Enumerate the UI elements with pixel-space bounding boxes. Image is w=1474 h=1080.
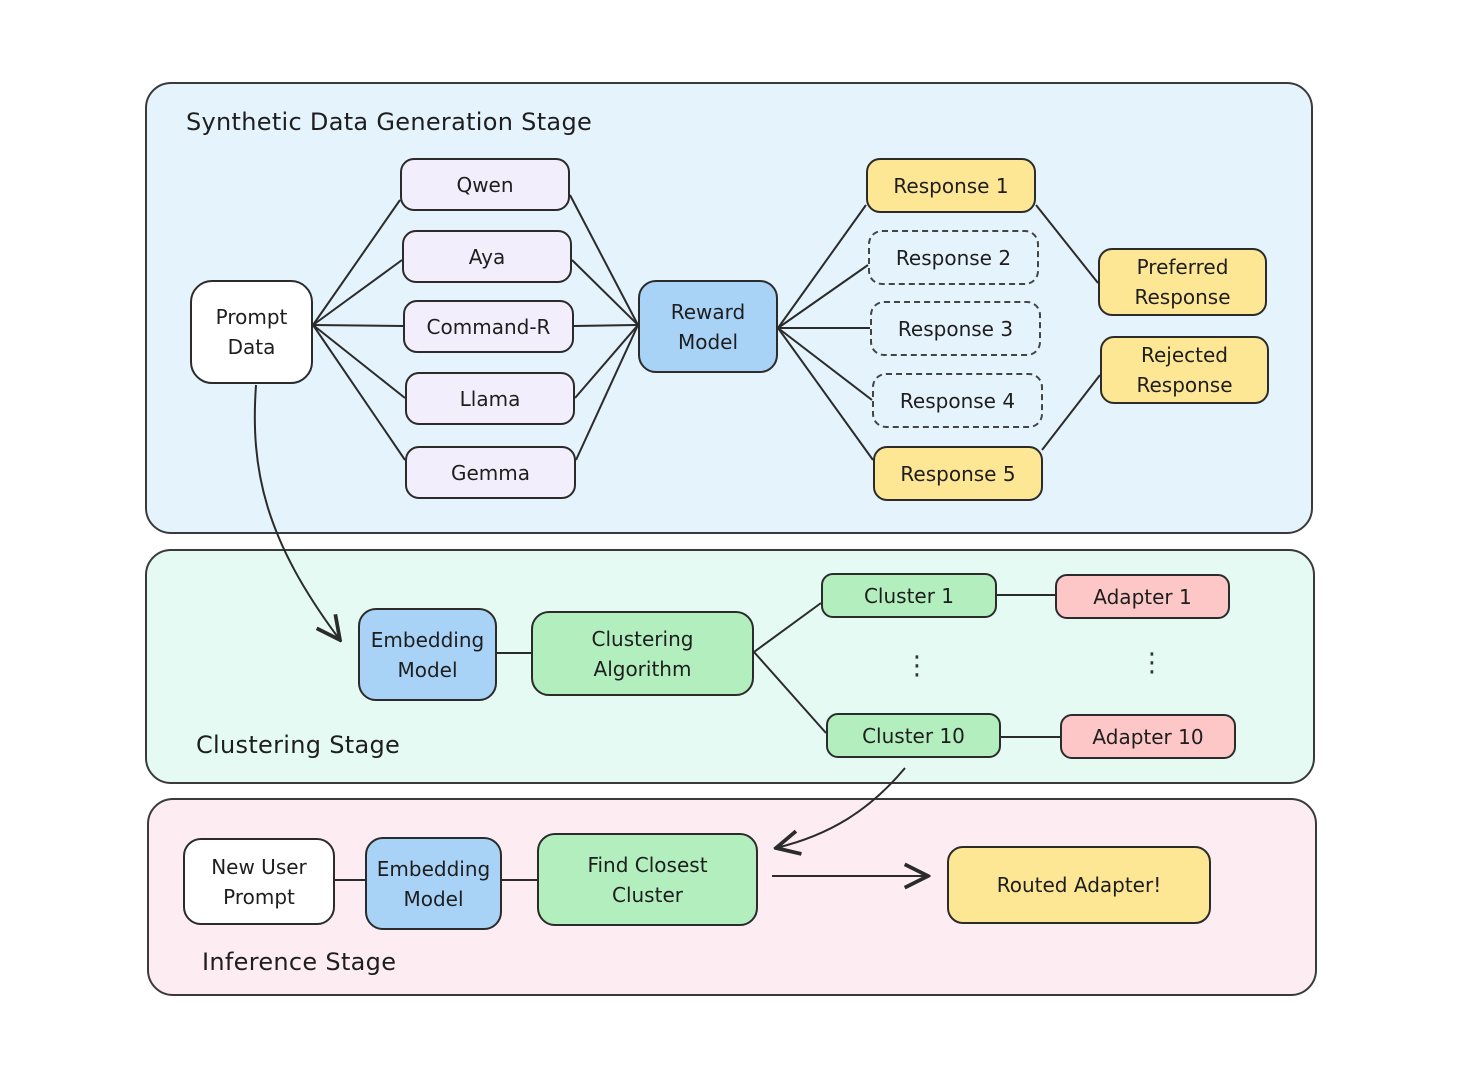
response-node-4[interactable]: Response 4	[872, 373, 1043, 428]
synthetic-stage-title: Synthetic Data Generation Stage	[186, 108, 593, 136]
inference-stage-title: Inference Stage	[202, 948, 397, 976]
embedding-model-label: Embedding Model	[370, 627, 485, 682]
llm-label: Aya	[468, 244, 506, 269]
clustering-embedding-model-node[interactable]: Embedding Model	[358, 608, 497, 701]
new-user-prompt-label: New User Prompt	[211, 854, 307, 909]
cluster-ellipsis-icon: ⋮	[904, 651, 930, 681]
embedding-model-label: Embedding Model	[376, 856, 491, 911]
response-node-5[interactable]: Response 5	[873, 446, 1043, 501]
llm-label: Qwen	[456, 172, 514, 197]
llm-node-gemma[interactable]: Gemma	[405, 446, 576, 499]
prompt-data-node[interactable]: Prompt Data	[190, 280, 313, 384]
reward-model-label: Reward Model	[670, 299, 746, 354]
rejected-response-node[interactable]: Rejected Response	[1100, 336, 1269, 404]
llm-label: Llama	[459, 386, 521, 411]
prompt-data-label: Prompt Data	[215, 305, 288, 359]
preferred-response-node[interactable]: Preferred Response	[1098, 248, 1267, 316]
rejected-response-label: Rejected Response	[1136, 343, 1233, 397]
clustering-stage-title: Clustering Stage	[196, 731, 401, 759]
adapter-ellipsis-icon: ⋮	[1139, 648, 1165, 678]
response-label: Response 5	[900, 461, 1016, 486]
cluster-label: Cluster 10	[862, 723, 965, 748]
routed-adapter-label: Routed Adapter!	[996, 873, 1162, 897]
llm-label: Command-R	[426, 314, 551, 339]
cluster-node-10[interactable]: Cluster 10	[826, 713, 1001, 758]
new-user-prompt-node[interactable]: New User Prompt	[183, 838, 335, 925]
response-node-2[interactable]: Response 2	[868, 230, 1039, 285]
response-label: Response 3	[897, 316, 1014, 341]
preferred-response-label: Preferred Response	[1134, 255, 1231, 309]
cluster-label: Cluster 1	[863, 583, 955, 608]
response-label: Response 2	[895, 245, 1012, 270]
response-label: Response 4	[899, 388, 1016, 413]
llm-node-qwen[interactable]: Qwen	[400, 158, 570, 211]
llm-node-command-r[interactable]: Command-R	[403, 300, 574, 353]
adapter-label: Adapter 10	[1092, 724, 1204, 749]
llm-label: Gemma	[450, 460, 531, 485]
reward-model-node[interactable]: Reward Model	[638, 280, 778, 373]
adapter-node-10[interactable]: Adapter 10	[1060, 714, 1236, 759]
llm-node-aya[interactable]: Aya	[402, 230, 572, 283]
response-label: Response 1	[893, 173, 1009, 198]
clustering-algorithm-node[interactable]: Clustering Algorithm	[531, 611, 754, 696]
routed-adapter-node[interactable]: Routed Adapter!	[947, 846, 1211, 924]
find-closest-cluster-label: Find Closest Cluster	[587, 852, 708, 907]
response-node-1[interactable]: Response 1	[866, 158, 1036, 213]
llm-node-llama[interactable]: Llama	[405, 372, 575, 425]
adapter-label: Adapter 1	[1093, 584, 1192, 609]
clustering-algorithm-label: Clustering Algorithm	[591, 626, 694, 681]
inference-embedding-model-node[interactable]: Embedding Model	[365, 837, 502, 930]
adapter-node-1[interactable]: Adapter 1	[1055, 574, 1230, 619]
response-node-3[interactable]: Response 3	[870, 301, 1041, 356]
cluster-node-1[interactable]: Cluster 1	[821, 573, 997, 618]
find-closest-cluster-node[interactable]: Find Closest Cluster	[537, 833, 758, 926]
